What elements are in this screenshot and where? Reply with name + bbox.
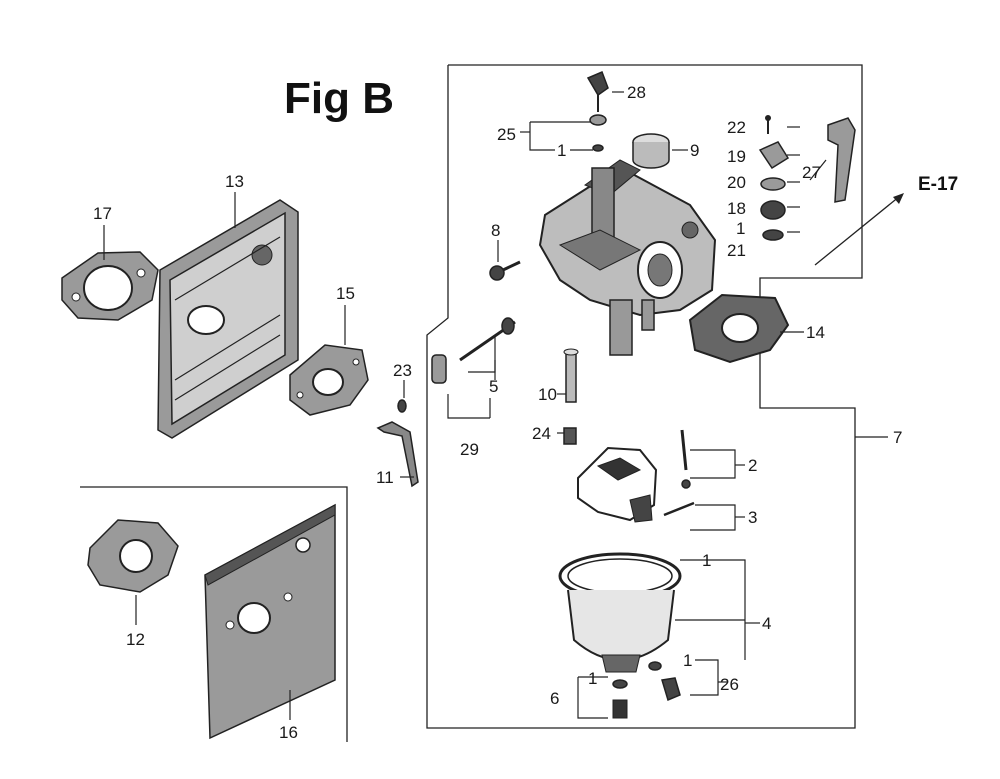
figure-title: Fig B bbox=[284, 74, 394, 123]
carburetor-body-part bbox=[538, 159, 717, 356]
spacer-12-part bbox=[87, 519, 179, 593]
callout-27: 27 bbox=[802, 163, 821, 182]
plate-16-part bbox=[204, 503, 336, 740]
callout-2: 2 bbox=[748, 456, 757, 475]
oring-23-part bbox=[397, 399, 407, 413]
assembly-boundary bbox=[426, 64, 863, 729]
callout-8: 8 bbox=[491, 221, 500, 240]
callout-4: 4 bbox=[762, 614, 771, 633]
callout-1-drain: 1 bbox=[683, 651, 692, 670]
washer-20-part bbox=[760, 177, 786, 191]
callout-17: 17 bbox=[93, 204, 112, 223]
drain-screw-26-part bbox=[648, 661, 681, 702]
needle-3-part bbox=[663, 501, 695, 517]
callout-15: 15 bbox=[336, 284, 355, 303]
float-bowl-4-part bbox=[558, 552, 682, 673]
cap-9-part bbox=[632, 133, 670, 169]
callout-3: 3 bbox=[748, 508, 757, 527]
callout-28: 28 bbox=[627, 83, 646, 102]
washer-21-part bbox=[762, 229, 784, 241]
callout-5: 5 bbox=[489, 377, 498, 396]
callout-25: 25 bbox=[497, 125, 516, 144]
insulator-plate-13-part bbox=[157, 199, 299, 439]
pin-2-part bbox=[680, 429, 691, 489]
callout-26: 26 bbox=[720, 675, 739, 694]
jet-24-part bbox=[563, 427, 577, 445]
limiter-cap-29-part bbox=[431, 354, 447, 384]
callout-labels: 17 13 15 12 16 11 23 29 5 25 1 28 9 8 22… bbox=[93, 83, 902, 742]
lever-27-part bbox=[827, 117, 856, 203]
callout-14: 14 bbox=[806, 323, 825, 342]
float-part bbox=[577, 446, 658, 523]
screw-25-part bbox=[589, 114, 607, 152]
leader-lines bbox=[103, 91, 888, 720]
gasket-14-part bbox=[688, 293, 790, 364]
bolt-6-part bbox=[612, 679, 628, 719]
reference-arrow bbox=[814, 193, 904, 266]
rod-11-part bbox=[376, 421, 419, 488]
callout-1-bottom: 1 bbox=[588, 669, 597, 688]
callout-12: 12 bbox=[126, 630, 145, 649]
callout-10: 10 bbox=[538, 385, 557, 404]
callout-29: 29 bbox=[460, 440, 479, 459]
gasket-15-part bbox=[289, 344, 369, 416]
gasket-17-part bbox=[61, 251, 159, 321]
callout-9: 9 bbox=[690, 141, 699, 160]
callout-24: 24 bbox=[532, 424, 551, 443]
callout-11: 11 bbox=[376, 468, 394, 487]
screw-8-part bbox=[489, 260, 521, 281]
callout-1-right: 1 bbox=[736, 219, 745, 238]
callout-13: 13 bbox=[225, 172, 244, 191]
callout-1-bowl: 1 bbox=[702, 551, 711, 570]
callout-21: 21 bbox=[727, 241, 746, 260]
callout-19: 19 bbox=[727, 147, 746, 166]
callout-18: 18 bbox=[727, 199, 746, 218]
reference-label: E-17 bbox=[918, 174, 958, 195]
callout-7: 7 bbox=[893, 428, 902, 447]
callout-6: 6 bbox=[550, 689, 559, 708]
callout-20: 20 bbox=[727, 173, 746, 192]
lever-19-part bbox=[758, 141, 790, 170]
callout-1-top: 1 bbox=[557, 141, 566, 160]
jet-10-part bbox=[563, 348, 579, 403]
callout-23: 23 bbox=[393, 361, 412, 380]
callout-22: 22 bbox=[727, 118, 746, 137]
callout-16: 16 bbox=[279, 723, 298, 742]
screw-22-part bbox=[765, 115, 771, 134]
screw-5-part bbox=[459, 317, 516, 362]
spring-18-part bbox=[760, 200, 786, 220]
lower-panel-boundary bbox=[80, 486, 348, 742]
screw-28-part bbox=[586, 71, 609, 112]
